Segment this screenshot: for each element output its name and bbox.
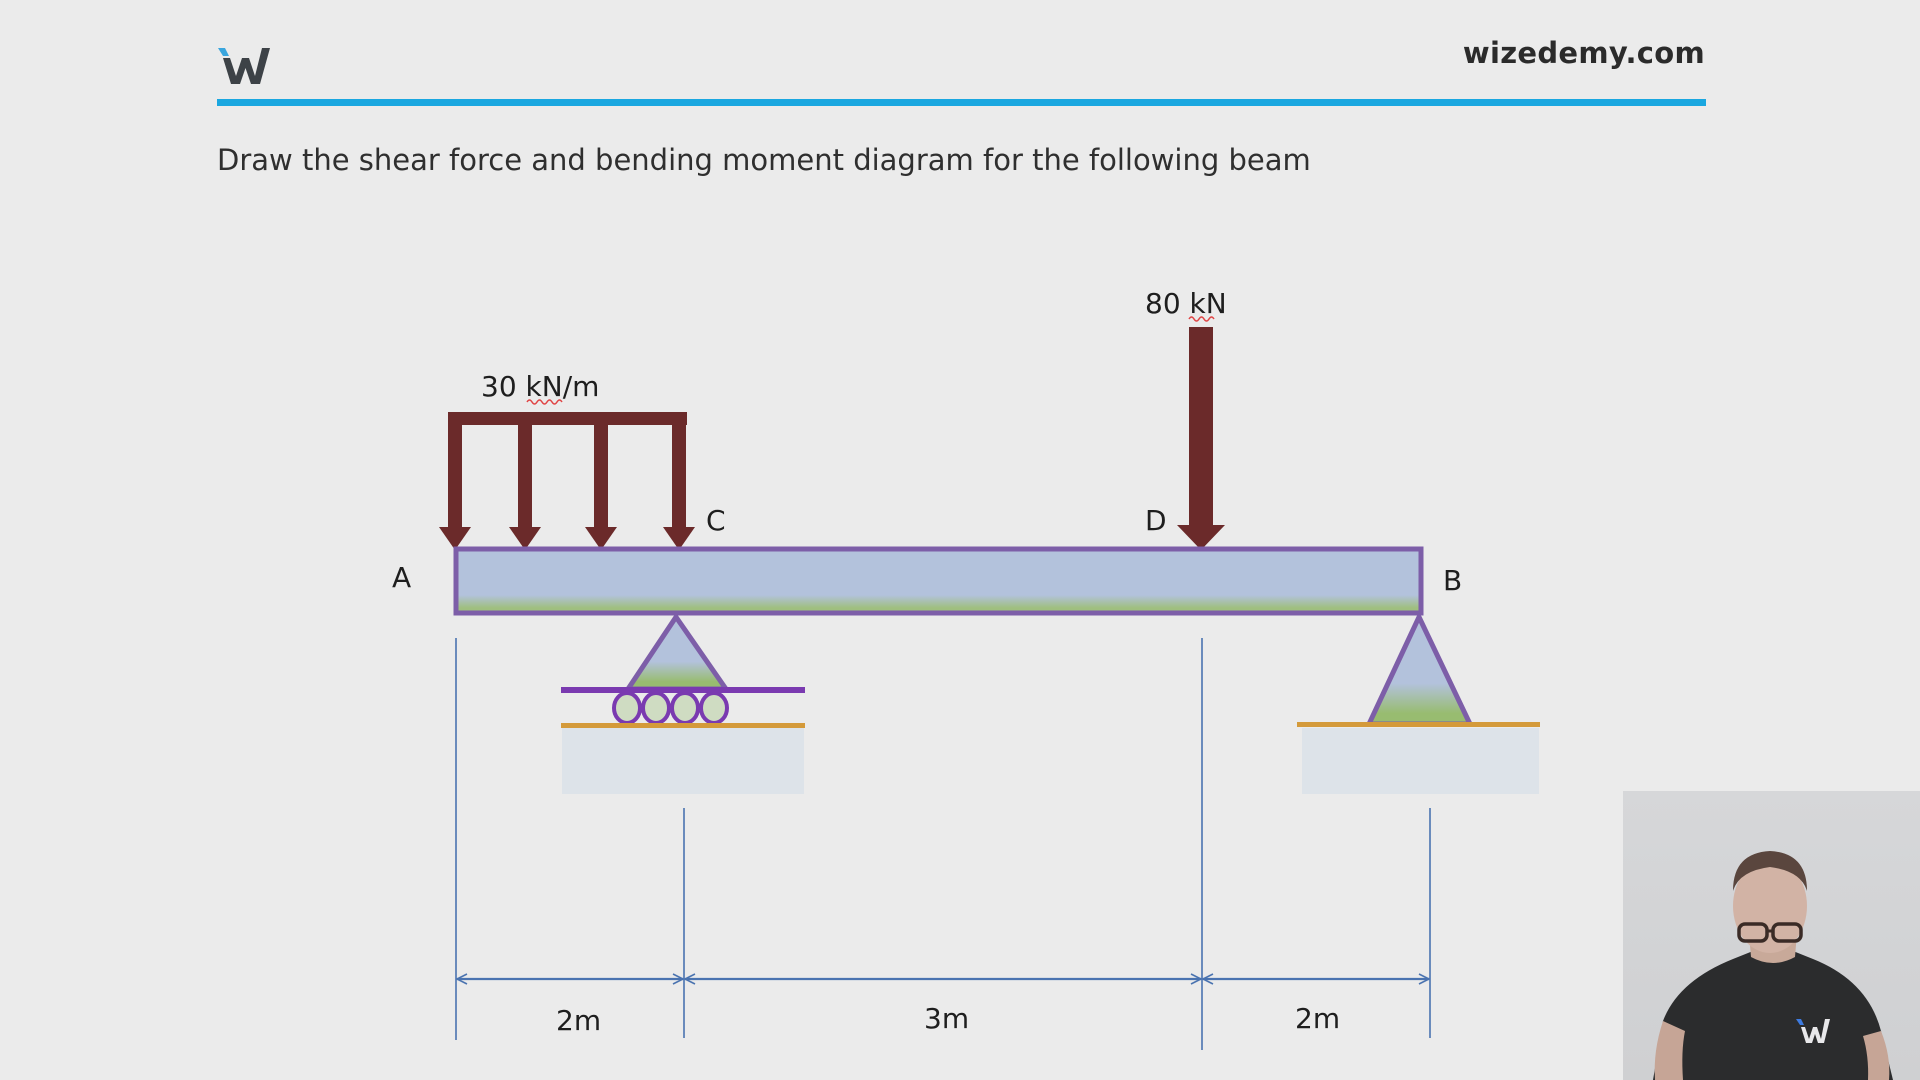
- roller-support-c: [561, 614, 805, 794]
- point-load-label: 80 kN: [1145, 287, 1227, 320]
- point-label-a: A: [392, 561, 411, 594]
- beam: [453, 546, 1424, 616]
- dimension-label-db: 2m: [1295, 1002, 1340, 1035]
- wizedemy-logo-icon: [216, 46, 272, 86]
- point-label-d: D: [1145, 504, 1167, 537]
- site-name: wizedemy.com: [1462, 36, 1705, 70]
- presenter-video: [1653, 851, 1893, 1080]
- question-text: Draw the shear force and bending moment …: [217, 143, 1311, 177]
- pin-support-b: [1297, 614, 1540, 794]
- point-load-arrow-icon: [1177, 327, 1225, 550]
- shirt-logo-icon: [1796, 1019, 1830, 1043]
- dimension-extension-lines: [455, 638, 1431, 1050]
- spellcheck-underline: [1188, 316, 1215, 322]
- header-divider: [217, 99, 1706, 106]
- point-label-b: B: [1443, 564, 1462, 597]
- dimension-label-ac: 2m: [556, 1004, 601, 1037]
- dimension-label-cd: 3m: [924, 1002, 969, 1035]
- point-label-c: C: [706, 504, 726, 537]
- distributed-load: [439, 412, 695, 550]
- spellcheck-underline: [526, 399, 563, 405]
- load-arrow-icon: [439, 412, 471, 550]
- load-arrow-icon: [663, 412, 695, 550]
- load-arrow-icon: [509, 412, 541, 550]
- distributed-load-label: 30 kN/m: [481, 370, 599, 403]
- webcam-overlay: [1623, 791, 1920, 1080]
- load-arrow-icon: [585, 412, 617, 550]
